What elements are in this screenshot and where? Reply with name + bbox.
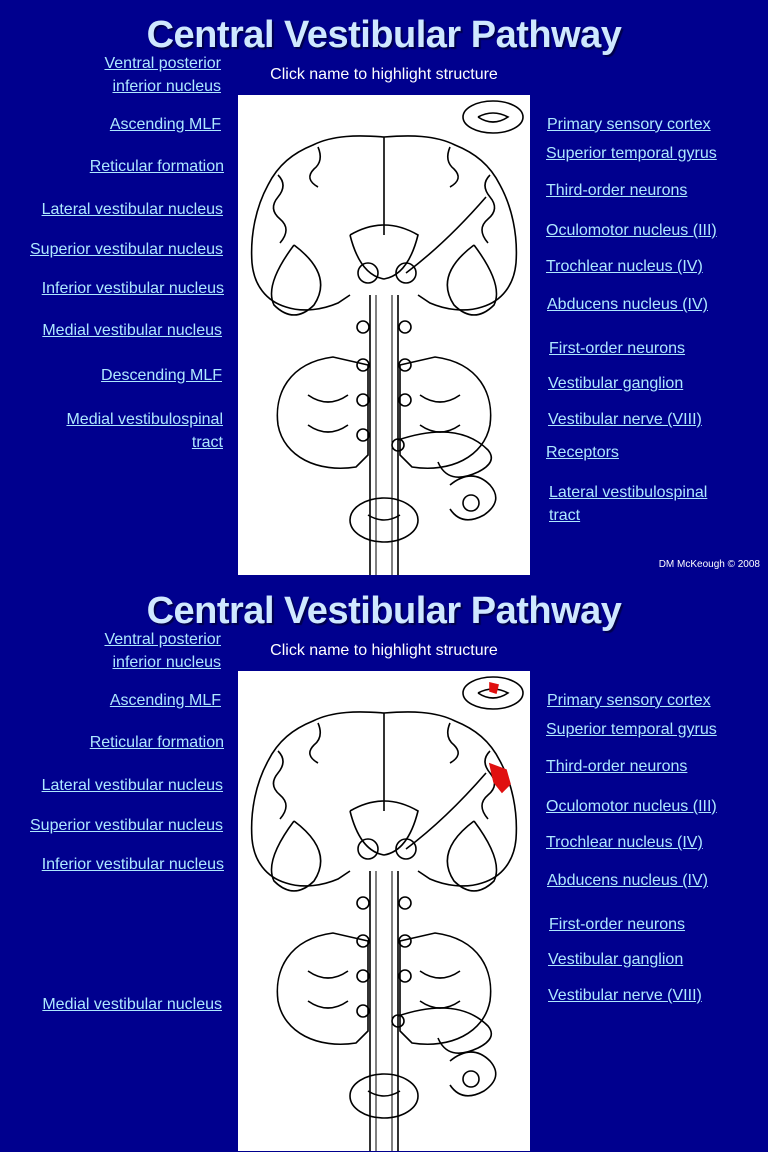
temporal-lobe-right — [446, 820, 498, 892]
spinal-cord — [349, 497, 419, 543]
cerebellum-left — [276, 932, 369, 1045]
label-oculomotor-nucleus[interactable]: Oculomotor nucleus (III) — [546, 222, 717, 239]
label-inferior-vestibular-nucleus[interactable]: Inferior vestibular nucleus — [41, 856, 224, 873]
label-first-order-neurons[interactable]: First-order neurons — [549, 340, 686, 357]
brainstem-nucleus-2 — [398, 320, 412, 334]
slide-subtitle: Click name to highlight structure — [270, 642, 498, 659]
label-oculomotor-nucleus[interactable]: Oculomotor nucleus (III) — [546, 798, 717, 815]
label-superior-vestibular-nucleus[interactable]: Superior vestibular nucleus — [30, 817, 223, 834]
brain-diagram — [238, 671, 530, 1151]
label-reticular-formation[interactable]: Reticular formation — [89, 158, 224, 175]
label-ascending-mlf[interactable]: Ascending MLF — [109, 692, 221, 709]
label-receptors[interactable]: Receptors — [546, 444, 619, 461]
slide-2: Central Vestibular Pathway Click name to… — [0, 576, 768, 1152]
label-ventral-posterior-inferior-nucleus[interactable]: Ventral posterior inferior nucleus — [104, 55, 221, 95]
label-first-order-neurons[interactable]: First-order neurons — [549, 916, 686, 933]
label-trochlear-nucleus[interactable]: Trochlear nucleus (IV) — [546, 258, 703, 275]
label-medial-vestibular-nucleus[interactable]: Medial vestibular nucleus — [42, 322, 222, 339]
label-lateral-vestibular-nucleus[interactable]: Lateral vestibular nucleus — [41, 777, 223, 794]
label-medial-vestibulospinal-tract[interactable]: Medial vestibulospinal tract — [66, 411, 223, 451]
brainstem-nucleus-6 — [398, 969, 412, 983]
copyright-credit: DM McKeough © 2008 — [658, 559, 760, 570]
label-inferior-vestibular-nucleus[interactable]: Inferior vestibular nucleus — [41, 280, 224, 297]
orientation-inset — [462, 676, 524, 710]
slide-1: Central Vestibular Pathway Click name to… — [30, 14, 760, 575]
right-hemisphere — [383, 135, 518, 311]
temporal-lobe-left — [270, 820, 322, 892]
brainstem-nucleus-4 — [398, 358, 412, 372]
brainstem-nucleus-7 — [356, 1004, 370, 1018]
brainstem — [369, 871, 399, 1151]
temporal-lobe-right — [446, 244, 498, 316]
label-lateral-vestibulospinal-tract[interactable]: Lateral vestibulospinal tract — [549, 484, 708, 524]
slide-title: Central Vestibular Pathway — [146, 590, 622, 632]
brainstem-nucleus-6 — [398, 393, 412, 407]
brainstem — [369, 295, 399, 575]
cerebellum-left — [276, 356, 369, 469]
brainstem-nucleus-3 — [356, 358, 370, 372]
brainstem-nucleus-3 — [356, 934, 370, 948]
mlf — [375, 295, 393, 575]
slide-subtitle: Click name to highlight structure — [270, 66, 498, 83]
label-third-order-neurons[interactable]: Third-order neurons — [546, 182, 688, 199]
brainstem-nucleus-8 — [391, 438, 405, 452]
vestibular-nerve — [397, 1007, 493, 1054]
primary-sensory-cortex-highlight — [488, 762, 511, 794]
label-ventral-posterior-inferior-nucleus[interactable]: Ventral posterior inferior nucleus — [104, 631, 221, 671]
third-order-pathway — [405, 196, 487, 274]
right-hemisphere — [383, 711, 518, 887]
ventral-posterior-nucleus — [357, 838, 379, 860]
label-primary-sensory-cortex[interactable]: Primary sensory cortex — [547, 116, 711, 133]
label-vestibular-nerve[interactable]: Vestibular nerve (VIII) — [548, 411, 702, 428]
orientation-inset — [462, 100, 524, 134]
brainstem-nucleus-7 — [356, 428, 370, 442]
inner-ear-labyrinth — [449, 1051, 497, 1097]
brainstem-nucleus-5 — [356, 969, 370, 983]
brainstem-nucleus-5 — [356, 393, 370, 407]
inner-ear-labyrinth — [449, 475, 497, 521]
label-vestibular-ganglion[interactable]: Vestibular ganglion — [548, 951, 684, 968]
temporal-lobe-left — [270, 244, 322, 316]
inset-highlight — [489, 681, 499, 695]
vestibular-nerve — [397, 431, 493, 478]
brainstem-nucleus-4 — [398, 934, 412, 948]
cochlea — [462, 494, 480, 512]
brainstem-nucleus-1 — [356, 896, 370, 910]
label-vestibular-nerve[interactable]: Vestibular nerve (VIII) — [548, 987, 702, 1004]
left-hemisphere — [250, 711, 385, 887]
label-medial-vestibular-nucleus[interactable]: Medial vestibular nucleus — [42, 996, 222, 1013]
brainstem-nucleus-2 — [398, 896, 412, 910]
cerebellum-right — [399, 356, 492, 469]
label-abducens-nucleus[interactable]: Abducens nucleus (IV) — [547, 872, 708, 889]
label-primary-sensory-cortex[interactable]: Primary sensory cortex — [547, 692, 711, 709]
slide-title: Central Vestibular Pathway — [146, 14, 622, 56]
label-ascending-mlf[interactable]: Ascending MLF — [109, 116, 221, 133]
mlf — [375, 871, 393, 1151]
label-abducens-nucleus[interactable]: Abducens nucleus (IV) — [547, 296, 708, 313]
ventral-posterior-nucleus — [357, 262, 379, 284]
label-trochlear-nucleus[interactable]: Trochlear nucleus (IV) — [546, 834, 703, 851]
brainstem-nucleus-1 — [356, 320, 370, 334]
label-vestibular-ganglion[interactable]: Vestibular ganglion — [548, 375, 684, 392]
left-hemisphere — [250, 135, 385, 311]
label-lateral-vestibular-nucleus[interactable]: Lateral vestibular nucleus — [41, 201, 223, 218]
label-reticular-formation[interactable]: Reticular formation — [89, 734, 224, 751]
label-superior-vestibular-nucleus[interactable]: Superior vestibular nucleus — [30, 241, 223, 258]
label-superior-temporal-gyrus[interactable]: Superior temporal gyrus — [546, 145, 717, 162]
third-order-pathway — [405, 772, 487, 850]
label-third-order-neurons[interactable]: Third-order neurons — [546, 758, 688, 775]
cerebellum-right — [399, 932, 492, 1045]
label-superior-temporal-gyrus[interactable]: Superior temporal gyrus — [546, 721, 717, 738]
brain-diagram — [238, 95, 530, 575]
label-descending-mlf[interactable]: Descending MLF — [101, 367, 222, 384]
cochlea — [462, 1070, 480, 1088]
